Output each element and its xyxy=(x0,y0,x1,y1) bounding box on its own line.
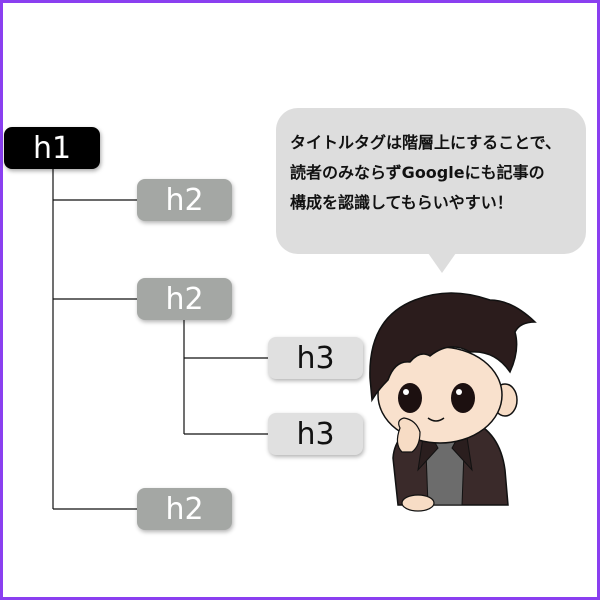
hand-chin xyxy=(396,417,421,453)
speech-bubble: タイトルタグは階層上にすることで、 読者のみならずGoogleにも記事の 構成を… xyxy=(276,108,586,254)
speech-line-1: タイトルタグは階層上にすることで、 xyxy=(290,133,562,152)
hand-bottom xyxy=(401,494,435,512)
h3-label: h3 xyxy=(296,416,335,452)
h3-label: h3 xyxy=(296,340,335,376)
speech-bubble-tail xyxy=(428,253,456,273)
h2-node-3: h2 xyxy=(137,488,232,530)
eye-right xyxy=(451,383,475,413)
speech-line-3: 構成を認識してもらいやすい！ xyxy=(290,193,513,212)
speech-line-2: 読者のみならずGoogleにも記事の xyxy=(290,163,545,182)
h2-node-1: h2 xyxy=(137,179,232,221)
h1-node: h1 xyxy=(4,127,100,169)
mouth xyxy=(427,417,445,422)
hair xyxy=(369,292,537,403)
speech-bubble-text: タイトルタグは階層上にすることで、 読者のみならずGoogleにも記事の 構成を… xyxy=(290,128,578,218)
h2-label: h2 xyxy=(165,281,204,317)
h2-node-2: h2 xyxy=(137,278,232,320)
h3-node-2: h3 xyxy=(268,413,363,455)
h2-label: h2 xyxy=(165,491,204,527)
h1-label: h1 xyxy=(32,130,72,166)
eye-left xyxy=(398,383,422,413)
h2-label: h2 xyxy=(165,182,204,218)
h3-node-1: h3 xyxy=(268,337,363,379)
